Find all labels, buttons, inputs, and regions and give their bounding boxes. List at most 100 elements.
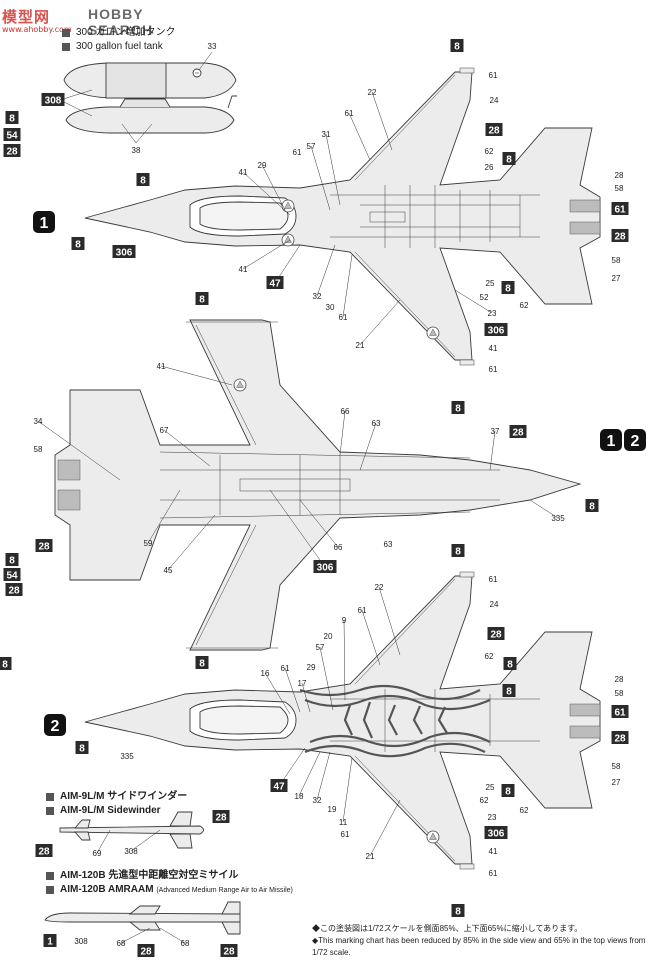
callout-24-text: 24 — [490, 600, 499, 609]
aim120-title-en-text: AIM-120B AMRAAM — [60, 884, 154, 895]
callout-8-box — [502, 152, 516, 165]
callout-58-text: 58 — [612, 762, 621, 771]
callout-17: 17 — [298, 679, 307, 688]
watermark-url: www.ahobby.com — [2, 25, 72, 34]
callout-66-text: 66 — [334, 543, 343, 552]
callout-8-boxed: 8 — [75, 741, 89, 755]
callout-26: 26 — [485, 163, 494, 172]
leader-line — [299, 499, 339, 548]
callout-41-text: 41 — [239, 265, 248, 274]
leader-line — [319, 646, 334, 711]
edge-callout-54-boxed: 54 — [3, 568, 21, 582]
edge-callout-28-text: 28 — [8, 586, 20, 597]
callout-18-text: 18 — [295, 792, 304, 801]
callout-8-boxed: 8 — [501, 281, 515, 295]
callout-62-text: 62 — [480, 796, 489, 805]
version-marker-1: 1 — [33, 211, 55, 233]
callout-1-box — [43, 934, 57, 947]
callout-30-text: 30 — [326, 303, 335, 312]
leader-line — [316, 244, 336, 297]
callout-8-box — [585, 499, 599, 512]
callout-63: 63 — [372, 419, 381, 428]
leader-line — [371, 91, 393, 151]
callout-61-text: 61 — [489, 365, 498, 374]
callout-32-text: 32 — [313, 292, 322, 301]
callout-59: 59 — [144, 539, 153, 548]
aim9-title-jp: AIM-9L/M サイドワインダー — [44, 790, 187, 804]
callout-29-text: 29 — [258, 161, 267, 170]
callout-308-text: 308 — [124, 847, 138, 856]
callout-34: 34 — [34, 417, 43, 426]
leader-line — [359, 299, 401, 346]
callout-23-text: 23 — [488, 813, 497, 822]
callout-306-box — [484, 323, 508, 336]
callout-25-text: 25 — [486, 279, 495, 288]
callout-1-boxed: 1 — [43, 934, 57, 948]
callout-28-box — [212, 810, 230, 823]
bottom-view — [54, 319, 582, 651]
aim120-title-en: AIM-120B AMRAAM (Advanced Medium Range A… — [44, 883, 293, 898]
scale-note-jp: ◆この塗装図は1/72スケールを側面85%、上下面65%に縮小してあります。 — [312, 924, 583, 933]
leader-line — [339, 410, 346, 456]
callout-61-boxed: 61 — [611, 202, 629, 216]
callout-31-text: 31 — [322, 130, 331, 139]
callout-62: 62 — [480, 796, 489, 805]
callout-57: 57 — [316, 643, 325, 652]
callout-67: 67 — [160, 426, 169, 435]
callout-57-text: 57 — [307, 142, 316, 151]
callout-306-text: 306 — [488, 326, 505, 337]
callout-8-text: 8 — [199, 295, 205, 306]
callout-8-box — [451, 904, 465, 917]
callout-306-text: 306 — [317, 563, 334, 574]
callout-61-text: 61 — [489, 575, 498, 584]
callout-37: 37 — [491, 427, 500, 436]
callout-28-box — [509, 425, 527, 438]
callout-58: 58 — [612, 762, 621, 771]
fuel-tank-leaders — [59, 51, 213, 144]
tiger-stripes — [299, 684, 491, 758]
callout-28-boxed: 28 — [212, 810, 230, 824]
callout-28-text: 28 — [488, 126, 500, 137]
callout-308: 308 — [124, 847, 138, 856]
leader-line — [316, 751, 331, 801]
edge-callout-28-box — [3, 144, 21, 157]
callout-34-text: 34 — [34, 417, 43, 426]
callout-33: 33 — [208, 42, 217, 51]
callout-61-text: 61 — [281, 664, 290, 673]
callout-8-text: 8 — [506, 155, 512, 166]
callout-61: 61 — [293, 148, 302, 157]
watermark: 模型网 HOBBY SEARCH www.ahobby.com — [0, 0, 170, 38]
edge-callout-8-boxed: 8 — [0, 657, 12, 671]
callout-28-text: 28 — [615, 171, 624, 180]
leader-line — [37, 420, 121, 481]
callout-8-boxed: 8 — [502, 152, 516, 166]
callout-8-box — [75, 741, 89, 754]
fuel-tank-title-en: 300 gallon fuel tank — [60, 40, 175, 54]
callout-68-text: 68 — [117, 939, 126, 948]
callout-25: 25 — [486, 783, 495, 792]
callout-11-text: 11 — [339, 818, 348, 827]
callout-31: 31 — [322, 130, 331, 139]
callout-306-boxed: 306 — [484, 323, 508, 337]
callout-61: 61 — [281, 664, 290, 673]
callout-28-text: 28 — [614, 232, 626, 243]
version-marker-badge — [44, 714, 66, 736]
callout-8-text: 8 — [79, 744, 85, 755]
edge-callout-54-text: 54 — [6, 131, 18, 142]
edge-callout-54-box — [3, 568, 21, 581]
callout-8-text: 8 — [455, 404, 461, 415]
callout-17-text: 17 — [298, 679, 307, 688]
callout-61-text: 61 — [358, 606, 367, 615]
callout-24: 24 — [490, 96, 499, 105]
callout-8-box — [195, 656, 209, 669]
callout-8-boxed: 8 — [585, 499, 599, 513]
callout-8-boxed: 8 — [450, 39, 464, 53]
leader-line — [160, 365, 233, 386]
scale-note: ◆この塗装図は1/72スケールを側面85%、上下面65%に縮小してあります。 ◆… — [312, 923, 654, 959]
fuel-tank-drawing — [63, 62, 237, 134]
leader-line — [159, 927, 186, 944]
callout-8-text: 8 — [75, 240, 81, 251]
